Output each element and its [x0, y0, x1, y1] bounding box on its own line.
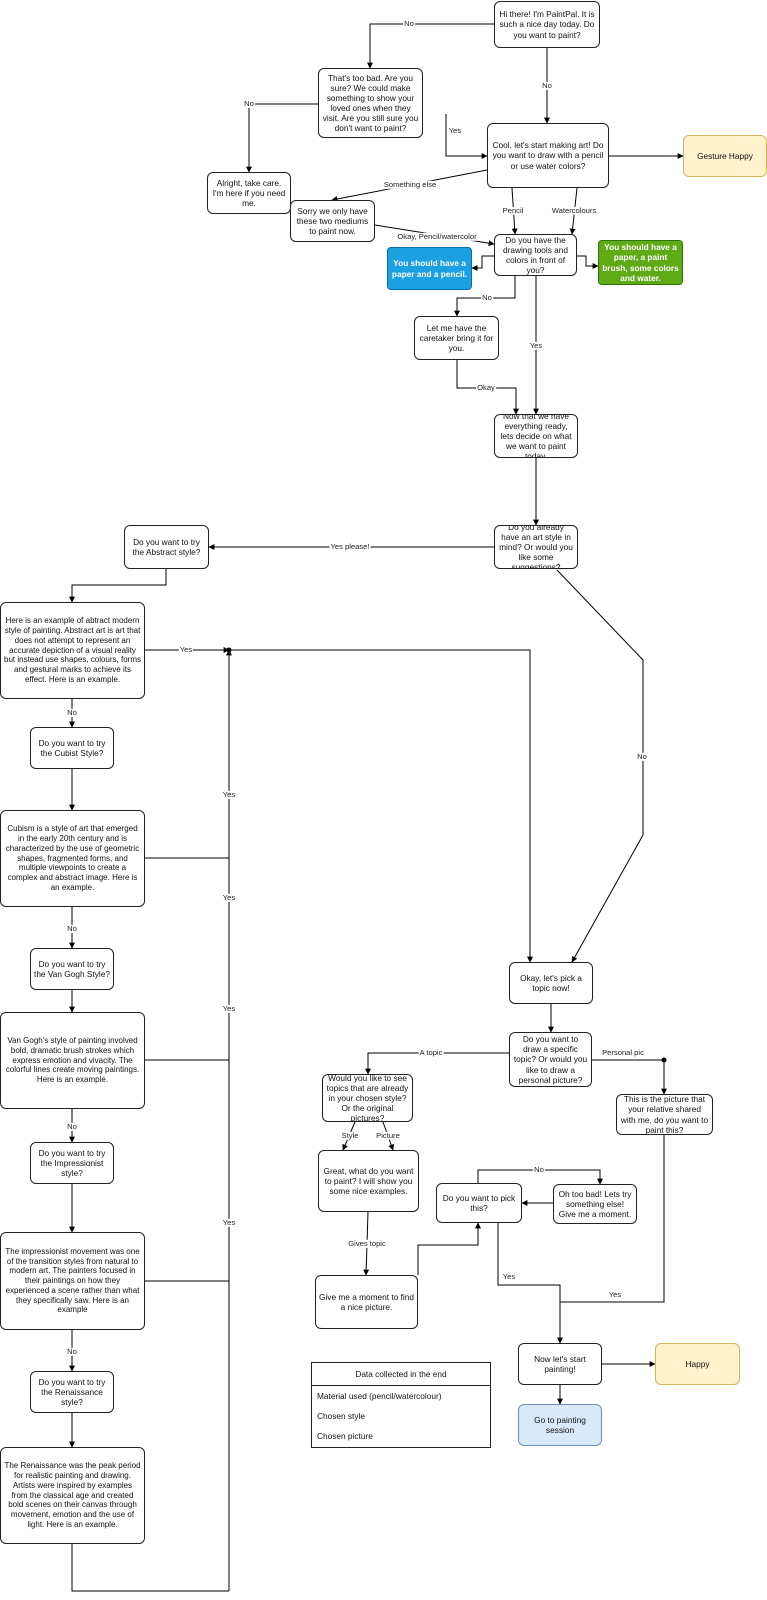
edge-label-yes: Yes [221, 892, 237, 903]
edge-label-no: No [66, 1121, 78, 1132]
edge-toobad-alright [246, 103, 318, 173]
node-oh-too-bad: Oh too bad! Lets try something else! Giv… [553, 1184, 637, 1224]
edge-toobad-cool [445, 114, 488, 159]
edge-label-a-topic: A topic [418, 1047, 444, 1058]
edge-label-yes-please: Yes please! [329, 541, 371, 552]
edge-label-personal-pic: Personal pic [601, 1047, 645, 1058]
edge-label-style: Style [340, 1130, 360, 1141]
edge-label-yes: Yes [221, 1003, 237, 1014]
edge-label-no: No [403, 18, 415, 29]
edge-label-yes: Yes [221, 1217, 237, 1228]
node-have-tools: Do you have the drawing tools and colors… [494, 234, 577, 276]
node-impressionist-desc: The impressionist movement was one of th… [0, 1232, 145, 1330]
node-specific-topic: Do you want to draw a specific topic? Or… [509, 1032, 592, 1087]
edge-label-yes: Yes [221, 789, 237, 800]
node-too-bad: That's too bad. Are you sure? We could m… [318, 68, 423, 138]
node-moment-find: Give me a moment to find a nice picture. [315, 1275, 418, 1329]
node-gesture-happy: Gesture Happy [683, 135, 767, 177]
data-collected-row: Material used (pencil/watercolour) [317, 1391, 442, 1401]
edge-tools-green [577, 255, 599, 269]
node-sorry-mediums: Sorry we only have these two mediums to … [290, 200, 375, 242]
node-abstract-desc: Here is an example of abtract modern sty… [0, 602, 145, 699]
node-pick-this: Do you want to pick this? [436, 1183, 522, 1223]
edge-label-no: No [66, 1346, 78, 1357]
node-paper-pencil: You should have a paper and a pencil. [387, 247, 472, 290]
edge-label-no: No [66, 923, 78, 934]
edge-pickthis-start [497, 1223, 563, 1344]
edge-label-picture: Picture [375, 1130, 401, 1141]
node-start-painting: Now let's start painting! [518, 1343, 602, 1385]
node-try-abstract: Do you want to try the Abstract style? [124, 525, 209, 569]
edge-collector-topic [229, 649, 533, 963]
edge-label-something-else: Something else [382, 179, 438, 190]
node-greeting: Hi there! I'm PaintPal. It is such a nic… [494, 1, 600, 48]
node-try-impressionist: Do you want to try the Impressionist sty… [30, 1142, 114, 1184]
edge-ren-bottom [71, 1544, 229, 1592]
node-alright: Alright, take care. I'm here if you need… [207, 172, 291, 214]
edge-label-okay-pencil: Okay, Pencil/watercolor [396, 231, 478, 242]
edge-label-yes: Yes [501, 1271, 517, 1282]
edge-artstyle-topic [556, 569, 644, 963]
edge-label-no: No [541, 80, 553, 91]
node-see-topics: Would you like to see topics that are al… [322, 1074, 413, 1122]
edge-label-yes: Yes [607, 1289, 623, 1300]
node-renaissance-desc: The Renaissance was the peak period for … [0, 1447, 145, 1544]
node-great-what: Great, what do you want to paint? I will… [318, 1150, 419, 1212]
edge-label-pencil: Pencil [501, 205, 525, 216]
data-collected-title: Data collected in the end [312, 1363, 490, 1386]
node-vangogh-desc: Van Gogh's style of painting involved bo… [0, 1012, 145, 1109]
edge-label-no: No [66, 707, 78, 718]
edge-tools-blue [471, 255, 494, 271]
node-pick-topic: Okay, let's pick a topic now! [509, 962, 593, 1004]
junction-dot-personal [661, 1057, 667, 1063]
node-ready: Now that we have everything ready, lets … [494, 414, 578, 458]
node-paper-brush: You should have a paper, a paint brush, … [598, 240, 683, 285]
data-collected-row: Chosen style [317, 1411, 365, 1421]
node-go-session: Go to painting session [518, 1404, 602, 1446]
edge-label-no: No [533, 1164, 545, 1175]
node-try-renaissance: Do you want to try the Renaissance style… [30, 1371, 114, 1413]
node-try-vangogh: Do you want to try the Van Gogh Style? [30, 948, 114, 990]
edge-relative-start [560, 1135, 665, 1303]
junction-dot [226, 647, 232, 653]
node-try-cubist: Do you want to try the Cubist Style? [30, 727, 114, 769]
data-collected-box: Data collected in the end Material used … [311, 1362, 491, 1448]
node-cubist-desc: Cubism is a style of art that emerged in… [0, 810, 145, 907]
edge-label-gives-topic: Gives topic [347, 1238, 387, 1249]
edge-label-watercolours: Watercolours [550, 205, 598, 216]
edge-greeting-no [367, 23, 494, 69]
edge-moment-pickthis [417, 1222, 481, 1275]
node-relative-pic: This is the picture that your relative s… [616, 1094, 713, 1135]
edge-abstract-desc [69, 569, 167, 603]
edge-label-yes: Yes [447, 125, 463, 136]
node-cool: Cool, let's start making art! Do you wan… [487, 123, 609, 188]
edge-label-okay: Okay [476, 382, 496, 393]
node-art-style: Do you already have an art style in mind… [494, 525, 578, 569]
data-collected-row: Chosen picture [317, 1431, 373, 1441]
edge-specific-see [365, 1052, 509, 1075]
node-caretaker: Let me have the caretaker bring it for y… [414, 316, 499, 360]
edge-label-yes: Yes [528, 340, 544, 351]
edge-label-no: No [243, 98, 255, 109]
edge-label-yes: Yes [178, 644, 194, 655]
edge-specific-relative [592, 1059, 667, 1095]
edge-label-no: No [481, 292, 493, 303]
node-happy: Happy [655, 1343, 740, 1385]
edge-label-no: No [636, 751, 648, 762]
